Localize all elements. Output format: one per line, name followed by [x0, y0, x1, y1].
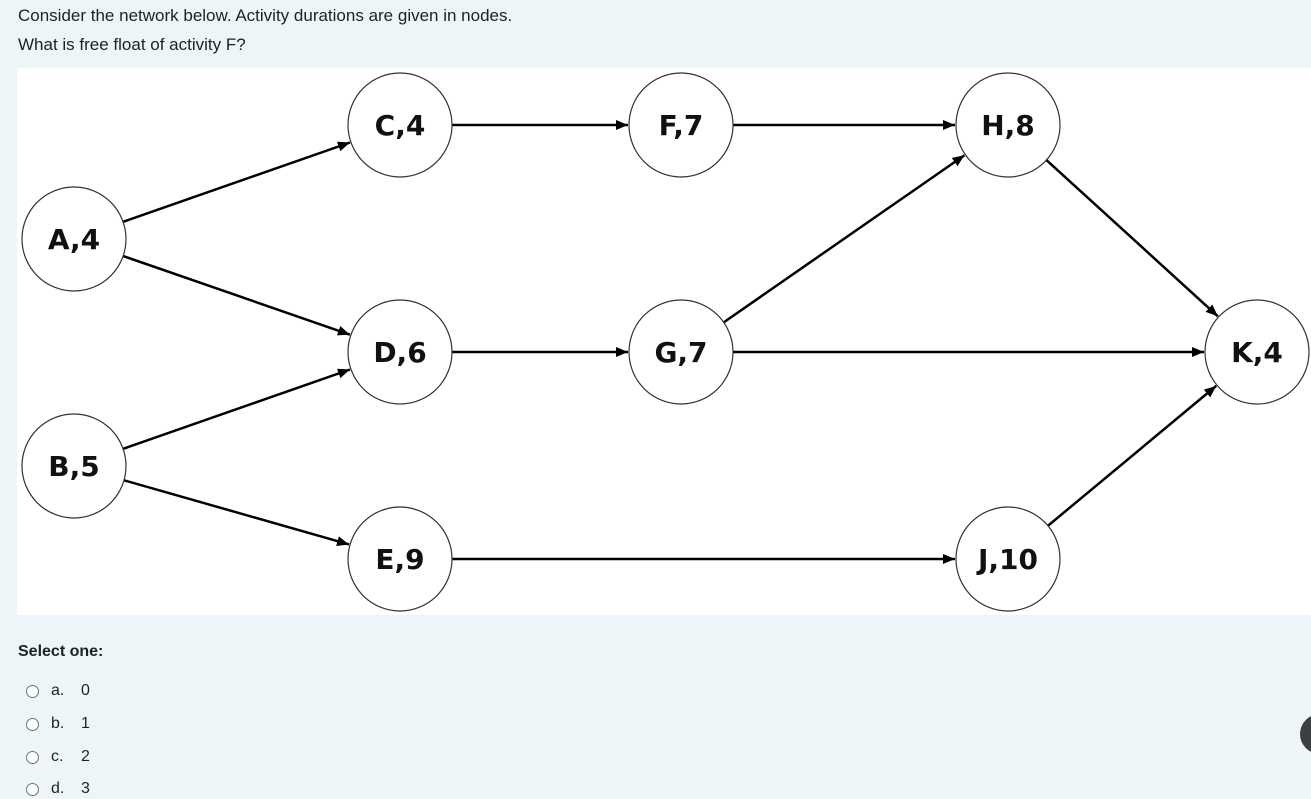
node-g-label: G,7: [654, 336, 707, 369]
node-b: B,5: [21, 413, 127, 519]
option-a-letter: a.: [51, 682, 65, 699]
node-j-circle: [955, 506, 1061, 612]
option-b[interactable]: b. 1: [26, 713, 90, 735]
node-k-label: K,4: [1231, 336, 1283, 369]
node-e-circle: [347, 506, 453, 612]
option-a-value: 0: [81, 682, 90, 699]
node-b-circle: [21, 413, 127, 519]
node-a: A,4: [21, 186, 127, 292]
edge-b-e: [123, 479, 350, 546]
node-f-circle: [628, 72, 734, 178]
option-b-value: 1: [81, 715, 90, 732]
node-g-circle: [628, 299, 734, 405]
node-h: H,8: [955, 72, 1061, 178]
option-a[interactable]: a. 0: [26, 680, 90, 702]
option-d-letter: d.: [51, 780, 65, 797]
node-b-label: B,5: [48, 450, 99, 483]
node-k: K,4: [1204, 299, 1310, 405]
option-c-letter: c.: [51, 748, 64, 765]
network-diagram-svg: A,4B,5 C,4D,6E,9 F,7G,7 H,8J,10 K,4: [21, 72, 1310, 612]
select-one-label: Select one:: [18, 643, 104, 660]
node-a-label: A,4: [48, 223, 100, 256]
node-k-circle: [1204, 299, 1310, 405]
option-b-letter: b.: [51, 715, 65, 732]
node-j: J,10: [955, 506, 1061, 612]
node-h-label: H,8: [981, 109, 1035, 142]
edge-b-d: [122, 368, 351, 451]
radio-c[interactable]: [26, 750, 39, 764]
edge-j-k: [1047, 384, 1218, 527]
option-c-value: 2: [81, 748, 90, 765]
node-d: D,6: [347, 299, 453, 405]
edge-g-h: [723, 154, 966, 324]
question-line-1: Consider the network below. Activity dur…: [18, 6, 513, 25]
node-d-label: D,6: [373, 336, 426, 369]
side-drawer-toggle[interactable]: [1300, 714, 1311, 754]
edge-a-d: [122, 254, 351, 336]
radio-b[interactable]: [26, 717, 39, 731]
option-c[interactable]: c. 2: [26, 746, 90, 768]
node-e: E,9: [347, 506, 453, 612]
node-c: C,4: [347, 72, 453, 178]
edges-layer: [122, 120, 1219, 564]
node-c-circle: [347, 72, 453, 178]
node-f: F,7: [628, 72, 734, 178]
option-d-value: 3: [81, 780, 90, 797]
edge-h-k: [1045, 159, 1219, 318]
radio-a[interactable]: [26, 684, 39, 698]
node-h-circle: [955, 72, 1061, 178]
node-e-label: E,9: [375, 543, 424, 576]
node-c-label: C,4: [375, 109, 426, 142]
node-f-label: F,7: [659, 109, 704, 142]
node-j-label: J,10: [976, 543, 1038, 576]
option-d[interactable]: d. 3: [26, 778, 90, 799]
radio-d[interactable]: [26, 782, 39, 796]
question-line-2: What is free float of activity F?: [18, 35, 246, 54]
edge-a-c: [122, 141, 351, 224]
node-a-circle: [21, 186, 127, 292]
node-g: G,7: [628, 299, 734, 405]
node-d-circle: [347, 299, 453, 405]
nodes-layer: A,4B,5 C,4D,6E,9 F,7G,7 H,8J,10 K,4: [21, 72, 1310, 612]
